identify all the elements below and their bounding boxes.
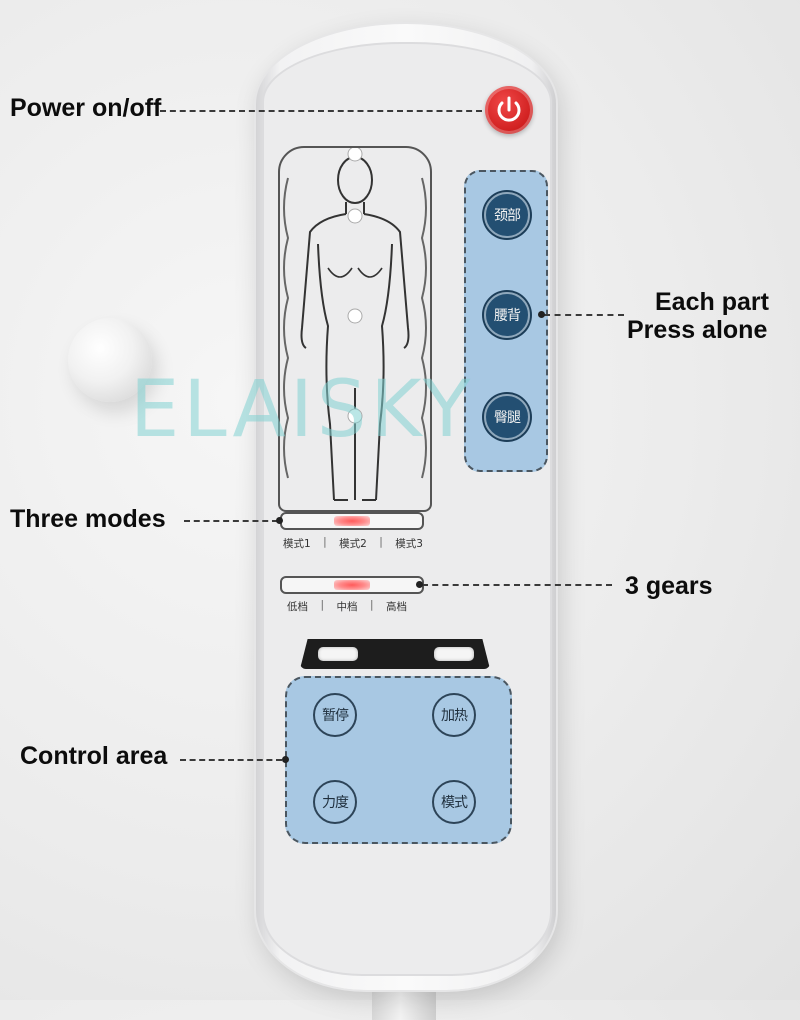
mode-button[interactable]: 模式 [432,780,476,824]
human-figure [283,146,427,501]
leader-three-modes [184,520,278,522]
body-zone-map [278,146,432,512]
leader-dot [282,756,289,763]
callout-control-area: Control area [20,742,168,770]
leader-dot [276,517,283,524]
status-indicator-bar [300,639,490,669]
mode-tick-1: 模式1 [283,538,311,550]
wall-sphere [68,318,152,402]
leader-control-area [180,759,282,761]
tick-separator: | [320,599,325,611]
mode-indicator-slider [280,512,424,530]
power-icon [497,96,521,122]
status-light-left [318,647,358,661]
leader-gears [422,584,612,586]
gear-tick-labels: 低档 | 中档 | 高档 [287,599,407,614]
leader-power [160,110,482,112]
pause-button[interactable]: 暂停 [313,693,357,737]
gear-indicator-slider [280,576,424,594]
leader-dot [416,581,423,588]
gear-tick-mid: 中档 [336,601,358,613]
mode-tick-labels: 模式1 | 模式2 | 模式3 [283,536,423,551]
tick-separator: | [379,536,383,548]
callout-press-alone: Press alone [627,316,768,344]
heat-button[interactable]: 加热 [432,693,476,737]
hip-leg-button[interactable]: 臀腿 [484,394,530,440]
mode-tick-2: 模式2 [339,538,367,550]
brand-watermark: ELAISKY [130,365,475,455]
status-light-right [434,647,474,661]
callout-three-modes: Three modes [10,505,166,533]
power-button[interactable] [485,86,533,134]
tick-separator: | [323,536,327,548]
tick-separator: | [369,599,374,611]
intensity-button[interactable]: 力度 [313,780,357,824]
callout-each-part: Each part [655,288,769,316]
gear-tick-low: 低档 [287,601,308,613]
mode-indicator-led [334,516,370,526]
leader-each-part [544,314,624,316]
callout-power: Power on/off [10,94,162,122]
callout-gears: 3 gears [625,572,713,600]
neck-button[interactable]: 颈部 [484,192,530,238]
waist-back-button[interactable]: 腰背 [484,292,530,338]
mode-tick-3: 模式3 [395,538,423,550]
gear-tick-high: 高档 [385,601,407,613]
gear-indicator-led [334,580,370,590]
leader-dot [538,311,545,318]
